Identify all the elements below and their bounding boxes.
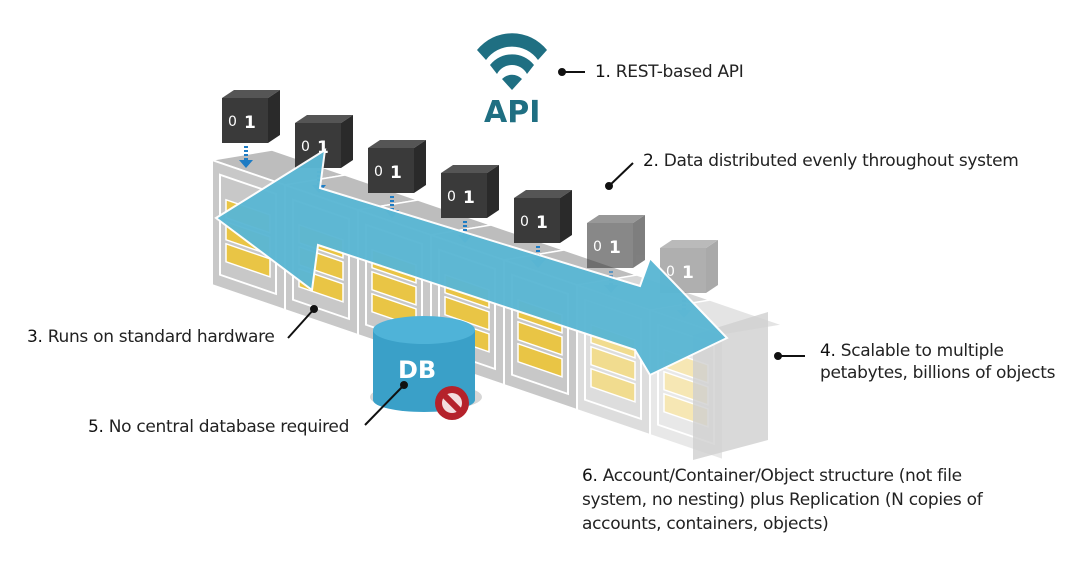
drawer — [517, 342, 563, 378]
bit-one: 1 — [317, 138, 329, 158]
callout-4-line-2: petabytes, billions of objects — [820, 363, 1056, 383]
bit-one: 1 — [390, 163, 402, 183]
callout-1-number: 1. — [595, 62, 611, 82]
bit-one: 1 — [536, 213, 548, 233]
api-icon: API — [477, 33, 547, 130]
bit-one: 1 — [244, 113, 256, 133]
api-label: API — [484, 95, 540, 130]
bit-zero: 0 — [374, 164, 383, 180]
database-cylinder: DB — [370, 316, 482, 420]
bit-zero: 0 — [228, 114, 237, 130]
callout-4-number: 4. — [820, 341, 836, 361]
drawer — [444, 295, 490, 331]
callout-3: 3. Runs on standard hardware — [27, 326, 275, 348]
bit-zero: 0 — [520, 214, 529, 230]
drawer — [590, 345, 636, 381]
callout-6: 6. Account/Container/Object structure (n… — [582, 464, 983, 536]
bit-one: 1 — [682, 263, 694, 283]
prohibited-icon — [435, 386, 469, 420]
callout-6-line-3: accounts, containers, objects) — [582, 514, 829, 534]
callout-2: 2. Data distributed evenly throughout sy… — [643, 150, 1019, 172]
callout-leaders — [287, 68, 805, 426]
callout-3-number: 3. — [27, 327, 43, 347]
distribution-arrow — [214, 148, 729, 377]
bit-zero: 0 — [666, 264, 675, 280]
database-label: DB — [398, 356, 436, 384]
drawer — [517, 320, 563, 356]
callout-2-number: 2. — [643, 151, 659, 171]
server-end-face — [693, 312, 768, 460]
callout-6-line-1: Account/Container/Object structure (not … — [602, 466, 962, 486]
callout-1-text: REST-based API — [615, 62, 744, 82]
callout-5-text: No central database required — [108, 417, 350, 437]
callout-6-number: 6. — [582, 466, 598, 486]
callout-4-line-1: Scalable to multiple — [840, 341, 1004, 361]
callout-3-text: Runs on standard hardware — [47, 327, 275, 347]
callout-4: 4. Scalable to multiple petabytes, billi… — [820, 340, 1055, 384]
callout-5-number: 5. — [88, 417, 104, 437]
bit-zero: 0 — [301, 139, 310, 155]
drawer — [371, 270, 417, 306]
bit-zero: 0 — [593, 239, 602, 255]
bit-one: 1 — [609, 238, 621, 258]
drawer — [225, 242, 271, 278]
bit-one: 1 — [463, 188, 475, 208]
callout-6-line-2: system, no nesting) plus Replication (N … — [582, 490, 983, 510]
drawer — [590, 367, 636, 403]
callout-2-text: Data distributed evenly throughout syste… — [663, 151, 1019, 171]
callout-5: 5. No central database required — [88, 416, 349, 438]
callout-1: 1. REST-based API — [595, 61, 744, 83]
bit-zero: 0 — [447, 189, 456, 205]
